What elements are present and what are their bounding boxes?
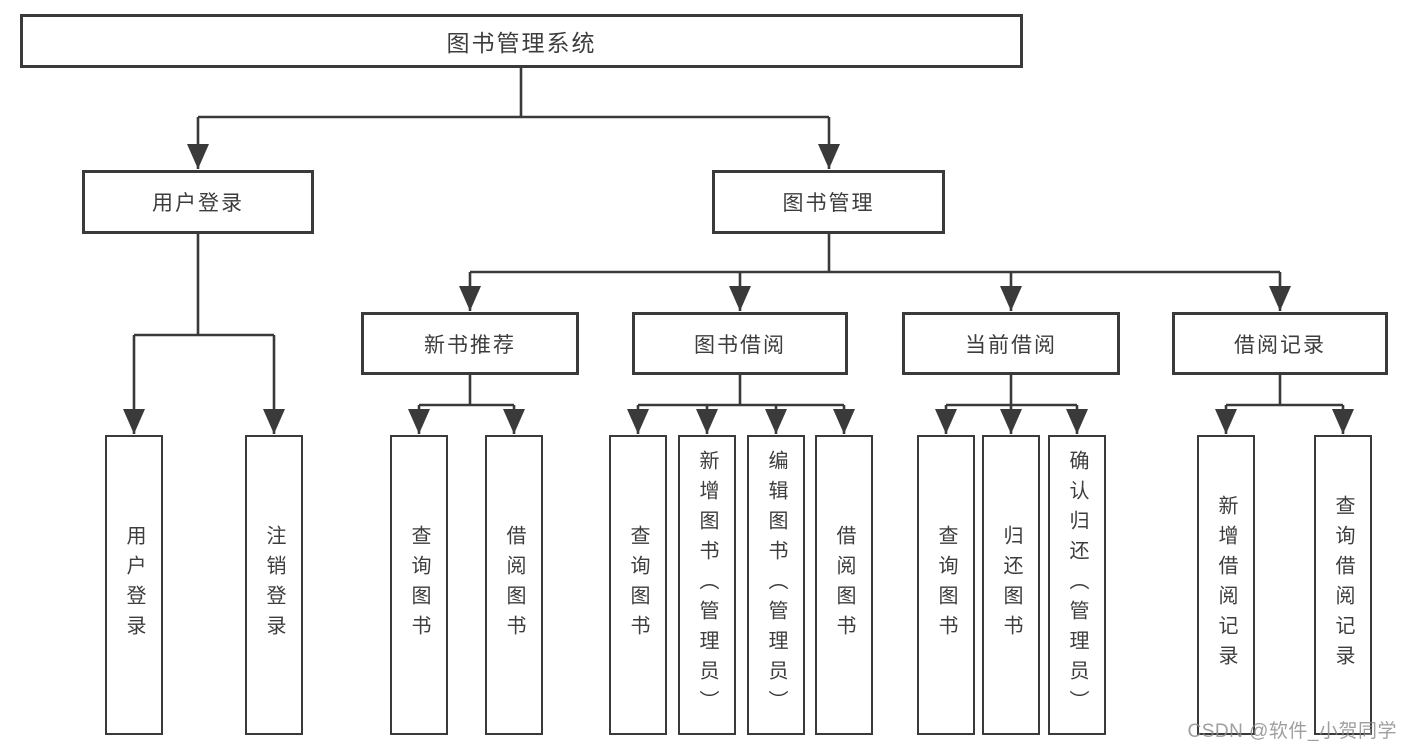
node-root-label: 图书管理系统 [446,30,597,56]
leaf-borrow-edit-books-admin: 编辑图书（管理员） [747,435,805,735]
node-borrow-records: 借阅记录 [1172,312,1388,375]
leaf-borrow-add-books-admin-label: 新增图书（管理员） [696,450,718,720]
node-user-login-label: 用户登录 [152,192,244,215]
leaf-user-login-label: 用户登录 [123,525,145,645]
leaf-current-query-books: 查询图书 [917,435,975,735]
leaf-borrow-query-books: 查询图书 [609,435,667,735]
node-borrow-records-label: 借阅记录 [1234,333,1326,357]
leaf-recommend-borrow-books-label: 借阅图书 [503,525,525,645]
leaf-user-login: 用户登录 [105,435,163,735]
leaf-current-confirm-return-admin-label: 确认归还（管理员） [1066,450,1088,720]
leaf-recommend-query-books-label: 查询图书 [408,525,430,645]
leaf-current-return-books-label: 归还图书 [1000,525,1022,645]
node-user-login: 用户登录 [82,170,314,234]
leaf-borrow-edit-books-admin-label: 编辑图书（管理员） [765,450,787,720]
leaf-current-return-books: 归还图书 [982,435,1040,735]
leaf-borrow-borrow-books-label: 借阅图书 [833,525,855,645]
leaf-current-query-books-label: 查询图书 [935,525,957,645]
node-current-borrow-label: 当前借阅 [965,333,1057,357]
leaf-borrow-add-books-admin: 新增图书（管理员） [678,435,736,735]
node-book-borrow: 图书借阅 [632,312,848,375]
leaf-records-query-record-label: 查询借阅记录 [1332,495,1354,675]
node-book-borrow-label: 图书借阅 [694,333,786,357]
csdn-watermark: CSDN @软件_小贺同学 [1187,721,1397,742]
leaf-borrow-borrow-books: 借阅图书 [815,435,873,735]
leaf-borrow-query-books-label: 查询图书 [627,525,649,645]
node-new-book-recommend: 新书推荐 [361,312,579,375]
node-book-management-label: 图书管理 [782,192,875,215]
node-current-borrow: 当前借阅 [902,312,1120,375]
leaf-records-add-record-label: 新增借阅记录 [1215,495,1237,675]
leaf-recommend-borrow-books: 借阅图书 [485,435,543,735]
leaf-records-query-record: 查询借阅记录 [1314,435,1372,735]
leaf-recommend-query-books: 查询图书 [390,435,448,735]
leaf-logout-label: 注销登录 [263,525,285,645]
node-book-management: 图书管理 [712,170,945,234]
node-new-book-recommend-label: 新书推荐 [424,333,516,357]
leaf-current-confirm-return-admin: 确认归还（管理员） [1048,435,1106,735]
node-root-system: 图书管理系统 [20,14,1023,68]
leaf-records-add-record: 新增借阅记录 [1197,435,1255,735]
leaf-logout: 注销登录 [245,435,303,735]
